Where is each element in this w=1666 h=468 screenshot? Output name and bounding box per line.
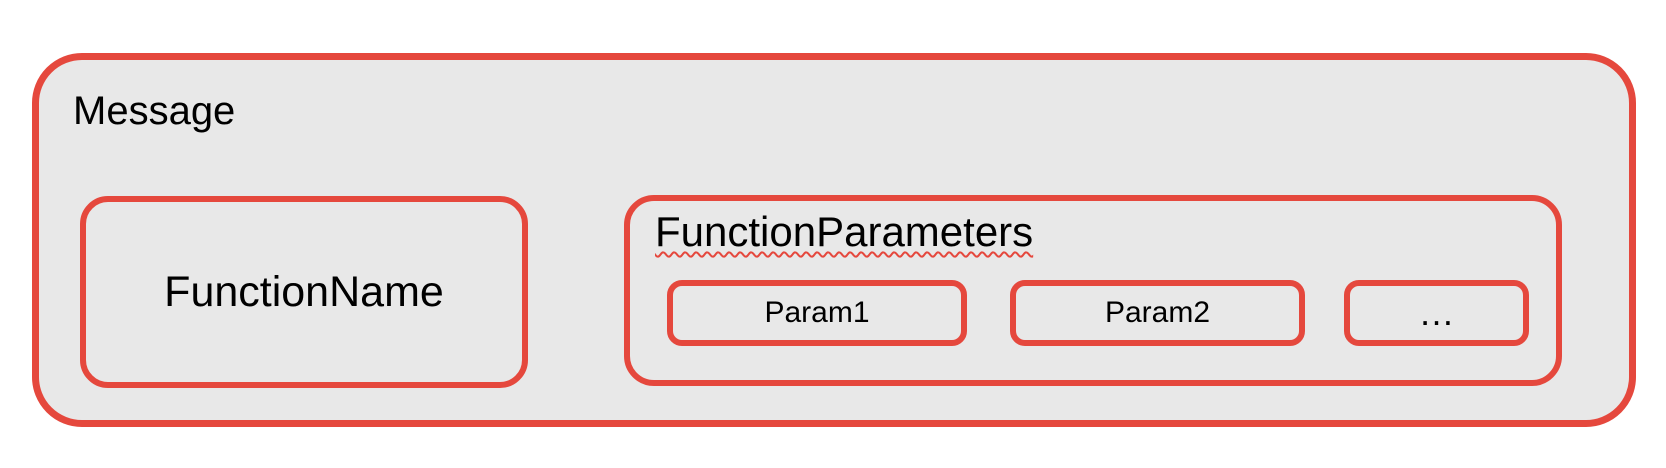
message-label: Message (73, 89, 236, 133)
function-parameters-box: FunctionParameters Param1 Param2 … (624, 195, 1562, 386)
ellipsis-box: … (1344, 280, 1529, 346)
message-box: Message FunctionName FunctionParameters … (32, 53, 1636, 427)
param2-box: Param2 (1010, 280, 1305, 346)
param1-box: Param1 (667, 280, 967, 346)
param1-label: Param1 (764, 296, 870, 329)
param2-label: Param2 (1104, 296, 1211, 329)
function-name-label: FunctionName (164, 267, 444, 316)
function-name-box: FunctionName (80, 196, 528, 388)
ellipsis-label: … (1418, 292, 1455, 333)
function-parameters-label: FunctionParameters (655, 208, 1034, 255)
